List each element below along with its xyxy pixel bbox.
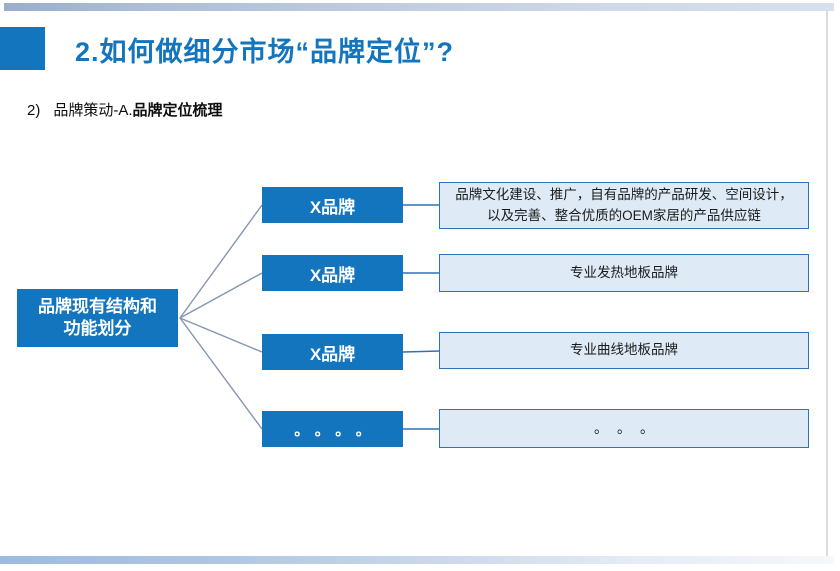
root-box-line1: 品牌现有结构和 (38, 296, 157, 316)
brand-box-4-label: 。。。。 (294, 421, 384, 439)
bottom-decorative-strip (0, 556, 834, 564)
brand-box-4-dots: 。。。。 (262, 411, 403, 447)
brand-box-3: X品牌 (262, 334, 403, 370)
description-box-1-text: 品牌文化建设、推广，自有品牌的产品研发、空间设计，以及完善、整合优质的OEM家居… (455, 187, 793, 223)
section-subtitle: 2) 品牌策动-A.品牌定位梳理 (27, 99, 223, 120)
description-box-4-dots: 。。。 (439, 409, 809, 448)
subtitle-bold-text: 品牌定位梳理 (132, 102, 223, 119)
brand-box-1-label: X品牌 (309, 197, 356, 217)
diagonal-connectors (179, 204, 263, 430)
horizontal-connectors (402, 204, 441, 430)
page-title: 2.如何做细分市场“品牌定位”? (75, 37, 455, 67)
description-box-3: 专业曲线地板品牌 (439, 332, 809, 369)
brand-box-3-label: X品牌 (309, 344, 356, 364)
description-box-1: 品牌文化建设、推广，自有品牌的产品研发、空间设计，以及完善、整合优质的OEM家居… (439, 182, 809, 229)
brand-box-2-label: X品牌 (309, 265, 356, 285)
brand-box-1: X品牌 (262, 187, 403, 223)
subtitle-number: 2) (27, 102, 41, 119)
description-box-2-text: 专业发热地板品牌 (570, 264, 678, 280)
description-box-3-text: 专业曲线地板品牌 (570, 342, 678, 358)
root-box-line2: 功能划分 (63, 319, 132, 338)
title-accent-square (0, 27, 45, 70)
top-decorative-strip (4, 3, 834, 11)
right-border-line (826, 11, 828, 556)
subtitle-regular-text: 品牌策动-A. (53, 102, 133, 119)
diagram-root-box: 品牌现有结构和 功能划分 (17, 289, 178, 347)
brand-box-2: X品牌 (262, 255, 403, 291)
description-box-2: 专业发热地板品牌 (439, 254, 809, 292)
description-box-4-text: 。。。 (594, 420, 670, 436)
